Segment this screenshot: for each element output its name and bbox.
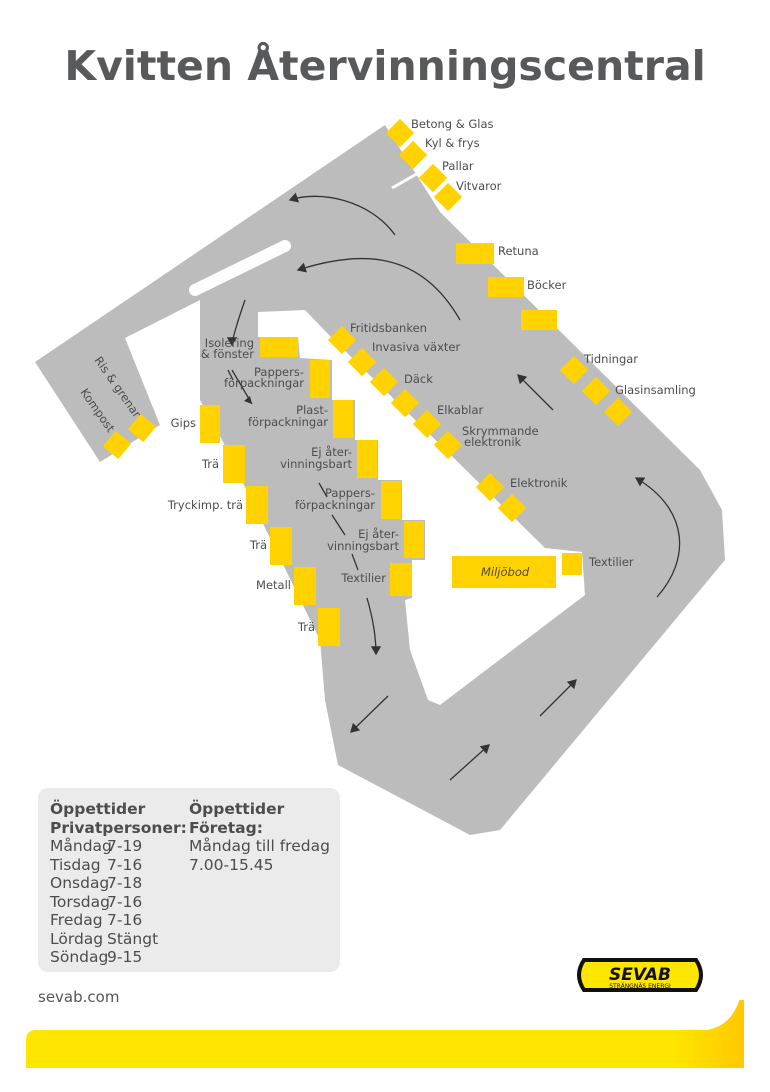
label-papp1b: förpackningar xyxy=(224,376,304,390)
label-elkablar: Elkablar xyxy=(437,403,484,417)
private-hours-title: Öppettider xyxy=(50,800,146,818)
label-kyl: Kyl & frys xyxy=(425,136,480,150)
hours-row: Söndag9-15 xyxy=(50,948,143,966)
label-retuna: Retuna xyxy=(498,244,539,258)
business-hours-title: Öppettider xyxy=(189,800,285,818)
label-ej1b: vinningsbart xyxy=(280,457,352,471)
label-tidningar: Tidningar xyxy=(583,352,638,366)
label-glas: Glasinsamling xyxy=(615,383,696,397)
footer-band xyxy=(26,1000,744,1068)
hours-row: Måndag7-19 xyxy=(50,837,143,855)
label-papp2b: förpackningar xyxy=(295,498,375,512)
label-isol2: & fönster xyxy=(201,347,255,361)
label-pallar: Pallar xyxy=(442,159,474,173)
private-hours-subtitle: Privatpersoner: xyxy=(50,818,187,837)
website-link[interactable]: sevab.com xyxy=(38,988,120,1006)
label-isol1: Isolering xyxy=(205,336,254,350)
label-tra2: Trä xyxy=(249,538,267,552)
label-vitvaror: Vitvaror xyxy=(456,179,502,193)
business-hours: Öppettider Företag: Måndag till fredag 7… xyxy=(189,800,330,874)
svg-text:SEVAB: SEVAB xyxy=(609,965,671,985)
opening-hours-panel: Öppettider Privatpersoner: Måndag7-19 Ti… xyxy=(38,788,340,972)
svg-text:STRÄNGNÄS ENERGI: STRÄNGNÄS ENERGI xyxy=(609,983,671,990)
label-tra1: Trä xyxy=(201,457,219,471)
label-fritid: Fritidsbanken xyxy=(350,321,427,335)
sevab-logo: SEVAB STRÄNGNÄS ENERGI xyxy=(577,958,703,992)
label-invasiva: Invasiva växter xyxy=(372,340,460,354)
label-ej2b: vinningsbart xyxy=(327,539,399,553)
label-elektronik: Elektronik xyxy=(510,476,568,490)
hours-row: Torsdag7-16 xyxy=(50,892,143,911)
label-dack: Däck xyxy=(404,372,433,386)
label-plast2: förpackningar xyxy=(248,415,328,429)
traffic-arrows xyxy=(226,192,681,781)
label-gips: Gips xyxy=(171,416,196,430)
label-papp2a: Pappers- xyxy=(325,486,375,500)
business-hours-subtitle: Företag: xyxy=(189,818,263,837)
label-tra3: Trä xyxy=(297,620,315,634)
label-metall: Metall xyxy=(256,578,291,592)
label-skrym2: elektronik xyxy=(464,435,522,449)
label-skrym1: Skrymmande xyxy=(462,424,539,438)
label-bocker: Böcker xyxy=(527,278,567,292)
hours-row: Onsdag7-18 xyxy=(50,874,143,892)
label-textilier-right: Textilier xyxy=(588,555,634,569)
label-papp1a: Pappers- xyxy=(254,365,304,379)
label-plast1: Plast- xyxy=(296,403,328,417)
roads xyxy=(35,125,725,835)
private-hours: Öppettider Privatpersoner: Måndag7-19 Ti… xyxy=(50,800,187,967)
label-ej2a: Ej åter- xyxy=(358,527,399,541)
label-textilier-left: Textilier xyxy=(340,571,386,585)
label-tryck: Tryckimp. trä xyxy=(167,498,243,512)
label-betong: Betong & Glas xyxy=(411,117,494,131)
label-miljobod: Miljöbod xyxy=(481,565,530,579)
page-title: Kvitten Återvinningscentral xyxy=(64,42,706,90)
label-ej1a: Ej åter- xyxy=(311,445,352,459)
